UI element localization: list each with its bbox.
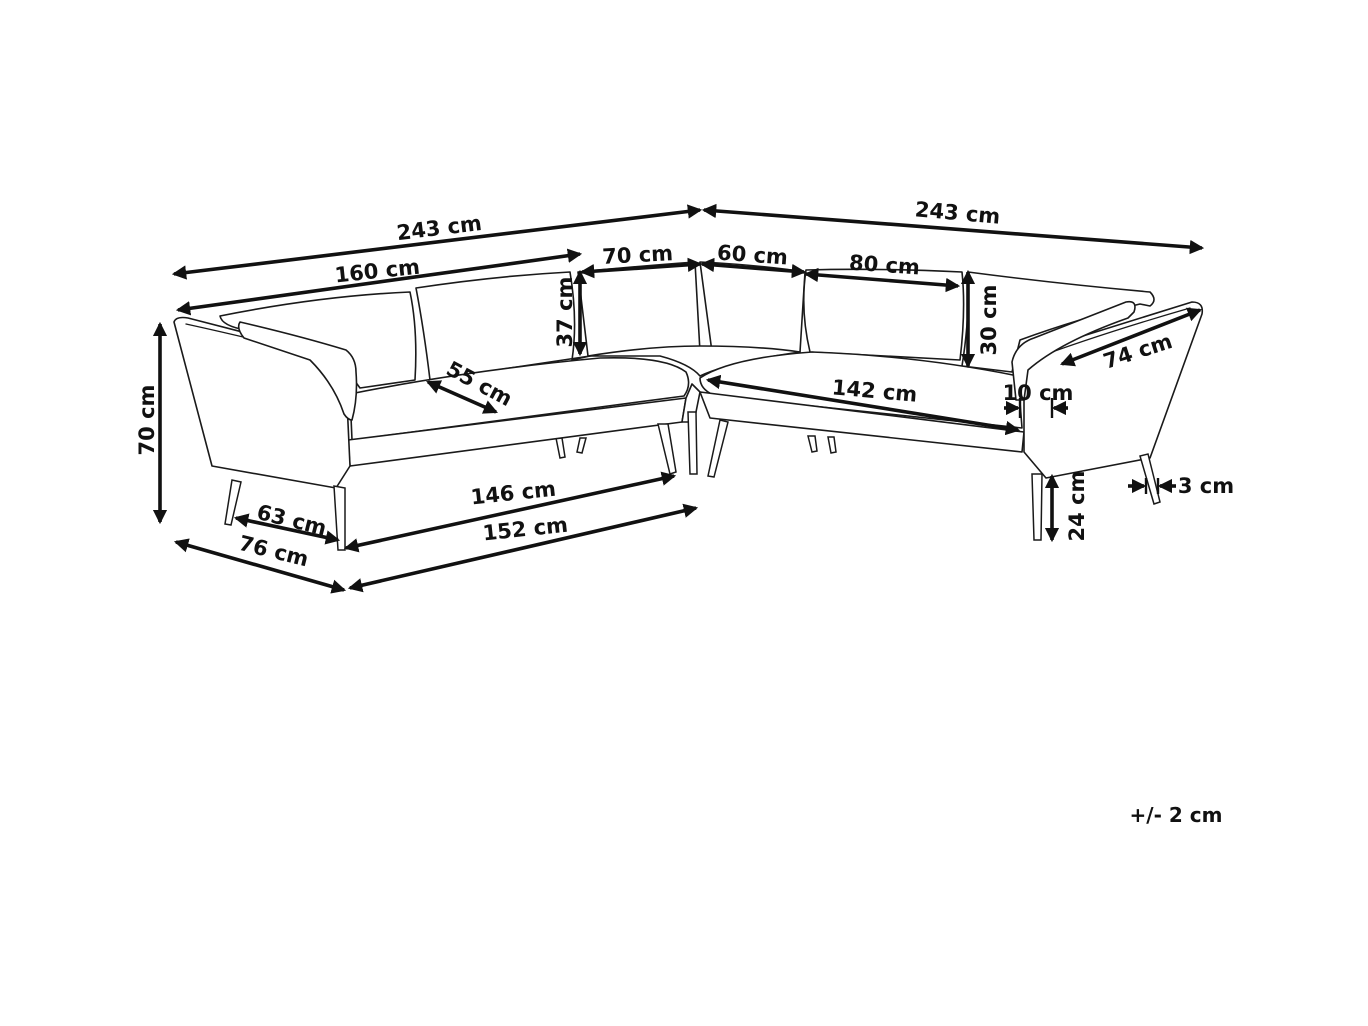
left-seat-cushion: [349, 356, 690, 441]
corner-back: [577, 261, 701, 357]
label-armrest-width: 10 cm: [1003, 381, 1074, 405]
left-throw-pillow: [237, 321, 358, 421]
label-corner-back-right: 60 cm: [716, 241, 788, 270]
corner-back-right: [699, 261, 806, 353]
label-left-total-width: 243 cm: [395, 211, 483, 245]
arrow-corner-back-right: [699, 257, 807, 279]
label-leg-thickness: 3 cm: [1178, 474, 1234, 498]
arrow-corner-back-width: [579, 257, 703, 279]
label-outer-depth: 76 cm: [236, 531, 311, 571]
label-corner-back-width: 70 cm: [602, 241, 674, 269]
label-right-total-width: 243 cm: [914, 197, 1001, 228]
label-inner-depth: 63 cm: [254, 500, 329, 540]
tolerance-note: +/- 2 cm: [1130, 803, 1223, 827]
label-leg-height: 24 cm: [1065, 471, 1089, 542]
dimension-lines: [152, 203, 1205, 594]
arrow-armrest-depth: [1059, 307, 1203, 367]
corner-seat: [587, 345, 801, 377]
arrow-left-section-width: [175, 248, 583, 316]
arrow-right-back-cushion: [803, 267, 961, 293]
arrow-inner-depth: [233, 513, 341, 545]
label-left-section-width: 160 cm: [334, 255, 422, 288]
label-total-height: 70 cm: [135, 385, 159, 456]
label-back-height: 37 cm: [553, 277, 577, 348]
sofa-drawing: [173, 261, 1204, 551]
label-right-back-cushion: 80 cm: [848, 251, 920, 280]
arrow-right-total-width: [701, 203, 1205, 255]
arrow-outer-depth: [173, 538, 347, 594]
arrow-right-seat-width: [705, 374, 1021, 436]
arrow-base-width: [347, 503, 699, 593]
arrow-seat-depth: [426, 380, 498, 414]
label-cushion-height: 30 cm: [977, 285, 1001, 356]
